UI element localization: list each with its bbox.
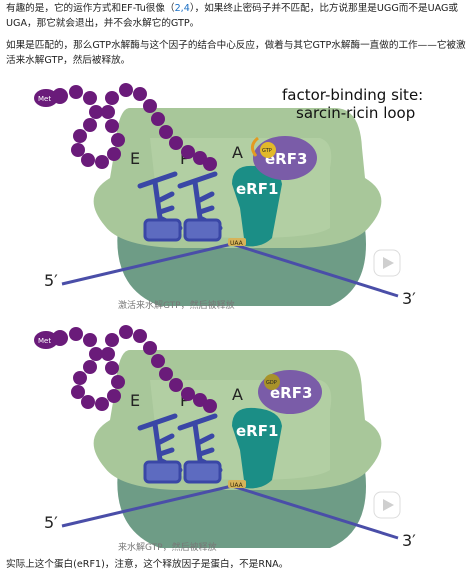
- five-prime-label: 5′: [44, 513, 58, 532]
- five-prime-label: 5′: [44, 271, 58, 290]
- site-a-label: A: [232, 143, 243, 162]
- three-prime-label: 3′: [402, 289, 416, 308]
- caption-partial: 来水解GTP，然后被释放: [118, 541, 217, 552]
- reference-link[interactable]: 2,4: [174, 3, 190, 14]
- met-label: Met: [38, 337, 51, 345]
- play-button-icon[interactable]: [373, 491, 401, 519]
- gdp-bubble: [264, 374, 280, 390]
- figure-ribosome-gdp: 5′ 3′ E P A eRF1 eRF3 GDP UAA Met 来水解GTP…: [0, 320, 474, 553]
- met-label: Met: [38, 95, 51, 103]
- gtp-bubble: [260, 142, 276, 158]
- mrna-left: [61, 242, 233, 286]
- annotation-line2: sarcin-ricin loop: [296, 104, 415, 122]
- mrna-right: [231, 242, 399, 298]
- erf1-label: eRF1: [236, 422, 278, 440]
- mrna-right: [231, 484, 399, 540]
- mrna-left: [61, 484, 233, 528]
- site-p-label: P: [180, 391, 190, 410]
- site-e-label: E: [130, 391, 140, 410]
- caption-partial: 激活来水解GTP，然后被释放: [118, 299, 235, 310]
- paragraph-release-factor: 实际上这个蛋白(eRF1)，注意，这个释放因子是蛋白，不是RNA。: [6, 559, 289, 570]
- met-residue: [34, 89, 58, 107]
- erf1-label: eRF1: [236, 180, 278, 198]
- erf1-protein: [232, 407, 282, 489]
- paragraph-efTu: 有趣的是，它的运作方式和EF-Tu很像（2,4），如果终止密码子并不匹配，比方说…: [6, 3, 459, 29]
- trna-p-site: [177, 413, 223, 484]
- trna-e-site: [137, 171, 183, 242]
- paragraph-gtp-hydrolysis: 如果是匹配的，那么GTP水解酶与这个因子的结合中心反应，做着与其它GTP水解酶一…: [6, 40, 466, 66]
- peptide-chain: [52, 83, 217, 171]
- codon-label: UAA: [230, 482, 244, 489]
- erf3-label: eRF3: [270, 384, 312, 402]
- hydrolysis-arrow-icon: [251, 136, 259, 157]
- gtp-label: GTP: [262, 148, 272, 154]
- codon-label: UAA: [230, 240, 244, 247]
- three-prime-label: 3′: [402, 531, 416, 550]
- peptide-chain: [52, 325, 217, 413]
- site-e-label: E: [130, 149, 140, 168]
- figure-ribosome-gtp: 5′ 3′ E P A eRF1 eRF3 GTP UAA factor-bin…: [0, 78, 474, 311]
- met-residue: [34, 331, 58, 349]
- play-button-icon[interactable]: [373, 249, 401, 277]
- erf3-label: eRF3: [265, 150, 307, 168]
- site-a-label: A: [232, 385, 243, 404]
- trna-p-site: [177, 171, 223, 242]
- gdp-label: GDP: [266, 380, 277, 386]
- annotation-line1: factor-binding site:: [282, 86, 423, 104]
- trna-e-site: [137, 413, 183, 484]
- erf1-protein: [232, 165, 282, 247]
- site-p-label: P: [180, 149, 190, 168]
